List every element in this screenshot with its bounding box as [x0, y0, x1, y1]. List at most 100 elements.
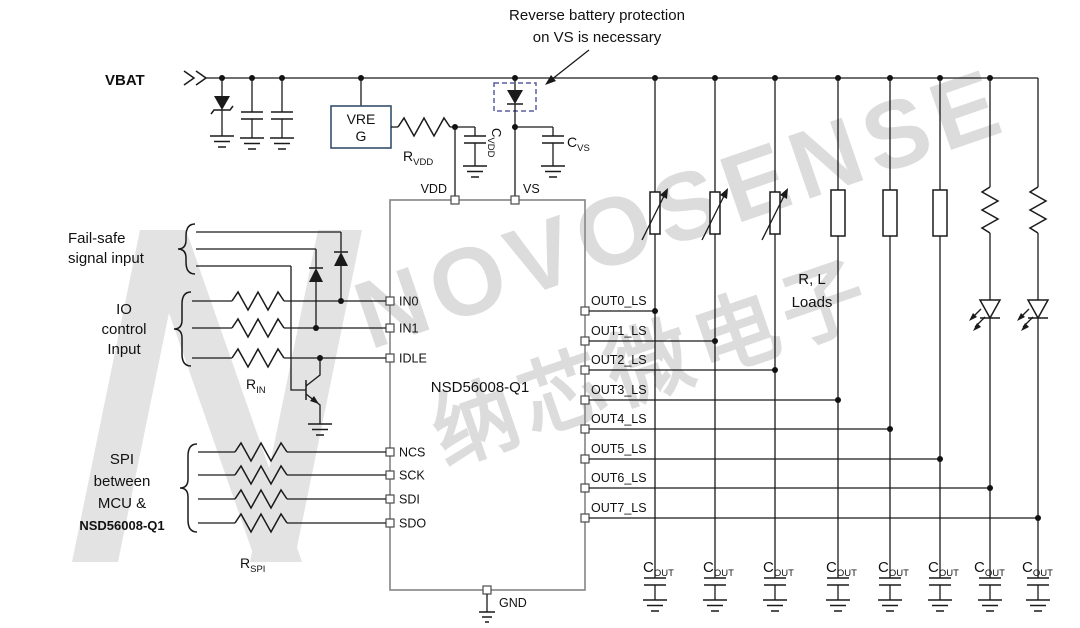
ic-block: NSD56008-Q1 VDD VS IN0 IN1 IDLE NCS SCK …	[385, 182, 647, 623]
zener-diode-icon	[214, 96, 230, 110]
capacitor-cout-icon	[644, 577, 666, 586]
load-arrow-head-icon	[660, 188, 668, 199]
cout-label: COUT	[763, 559, 794, 579]
vreg-label-line2: G	[356, 128, 367, 144]
capacitor-icon	[241, 111, 263, 120]
ground-icon	[479, 611, 495, 623]
annotation-arrow-head	[545, 75, 556, 85]
load-column-0: COUT	[641, 75, 674, 612]
pin-vdd	[450, 195, 460, 205]
load-column-3: COUT	[826, 75, 857, 612]
load-column-5: COUT	[928, 75, 959, 612]
pin-vs-label: VS	[523, 182, 540, 196]
cout-label: COUT	[643, 559, 674, 579]
fail-safe-brace	[177, 223, 196, 275]
pin-out0	[580, 306, 590, 316]
load-arrow-head-icon	[780, 188, 788, 199]
fail-safe-label-line2: signal input	[68, 250, 145, 267]
capacitor-cout-icon	[827, 577, 849, 586]
resistor-ncs-icon	[234, 441, 288, 463]
ground-icon	[1026, 599, 1050, 612]
load-arrow	[761, 195, 785, 241]
vreg-circuit: VRE G RVDD CVDD	[330, 75, 504, 196]
pin-out4-label: OUT4_LS	[591, 412, 647, 426]
rspi-label: RSPI	[240, 555, 265, 575]
pin-out5-label: OUT5_LS	[591, 442, 647, 456]
load-arrow	[641, 195, 665, 241]
ground-icon	[703, 599, 727, 612]
pin-in1	[385, 323, 395, 333]
pin-sdo-label: SDO	[399, 517, 426, 531]
protection-diode-icon	[507, 90, 523, 104]
led-arrow-head-icon	[969, 313, 977, 321]
ground-icon	[763, 599, 787, 612]
ground-icon	[270, 137, 294, 150]
pin-out2-label: OUT2_LS	[591, 353, 647, 367]
capacitor-cout-icon	[1027, 577, 1049, 586]
led-arrow-head-icon	[1021, 323, 1029, 331]
pin-out1-label: OUT1_LS	[591, 324, 647, 338]
cout-label: COUT	[703, 559, 734, 579]
load-column-7: COUT	[1017, 78, 1053, 612]
resistor-load-icon	[830, 189, 846, 237]
watermark-n-diagonal-stroke	[140, 230, 302, 562]
pin-gnd-label: GND	[499, 596, 527, 610]
junction-dot	[772, 367, 778, 373]
ic-name: NSD56008-Q1	[431, 379, 529, 396]
fail-safe-label-line1: Fail-safe	[68, 230, 126, 247]
annotation-arrow-line	[550, 49, 590, 81]
fail-safe-diode-icon	[334, 252, 348, 266]
vbat-chevron-icon	[183, 70, 196, 86]
resistor-in0-icon	[231, 290, 285, 312]
resistor-load-icon	[882, 189, 898, 237]
ground-icon	[928, 599, 952, 612]
led-icon	[1026, 299, 1050, 320]
vbat-label: VBAT	[105, 72, 145, 89]
load-arrow	[701, 195, 725, 241]
capacitor-cout-icon	[979, 577, 1001, 586]
junction-dot	[712, 338, 718, 344]
spi-input: SPI between MCU & NSD56008-Q1 RSPI	[79, 441, 386, 575]
resistor-sck-icon	[234, 464, 288, 486]
rin-label: RIN	[246, 376, 266, 396]
resistor-load-icon	[932, 189, 948, 237]
cout-label: COUT	[826, 559, 857, 579]
watermark-n-left-stroke	[72, 230, 186, 562]
pin-vs	[510, 195, 520, 205]
reverse-battery-protection: CVS	[493, 75, 590, 196]
pin-in0-label: IN0	[399, 295, 419, 309]
capacitor-cout-icon	[704, 577, 726, 586]
spi-label-line2: between	[94, 473, 151, 490]
pin-vdd-label: VDD	[421, 182, 447, 196]
resistor-in1-icon	[231, 317, 285, 339]
cvs-label: CVS	[567, 134, 590, 154]
pin-in0	[385, 296, 395, 306]
pin-in1-label: IN1	[399, 322, 419, 336]
pin-idle-label: IDLE	[399, 352, 427, 366]
capacitor-cout-icon	[764, 577, 786, 586]
output-wires	[589, 310, 1038, 519]
resistor-sdo-icon	[234, 512, 288, 534]
loads-label-line1: R, L	[798, 271, 826, 288]
ground-icon	[240, 137, 264, 150]
fail-safe-diode-icon	[309, 268, 323, 282]
pin-sdi	[385, 494, 395, 504]
ground-icon	[826, 599, 850, 612]
resistor-load-icon	[1028, 186, 1048, 234]
resistor-sdi-icon	[234, 488, 288, 510]
capacitor-icon	[271, 111, 293, 120]
pin-sdi-label: SDI	[399, 493, 420, 507]
top-annotation: Reverse battery protection on VS is nece…	[509, 7, 685, 85]
io-brace	[173, 291, 192, 367]
junction-dot	[887, 426, 893, 432]
pin-ncs	[385, 447, 395, 457]
cout-label: COUT	[928, 559, 959, 579]
ground-icon	[463, 165, 487, 178]
vreg-block	[330, 105, 392, 149]
pin-idle	[385, 353, 395, 363]
pin-out5	[580, 454, 590, 464]
bjt-emitter	[305, 393, 321, 424]
junction-dot	[937, 456, 943, 462]
